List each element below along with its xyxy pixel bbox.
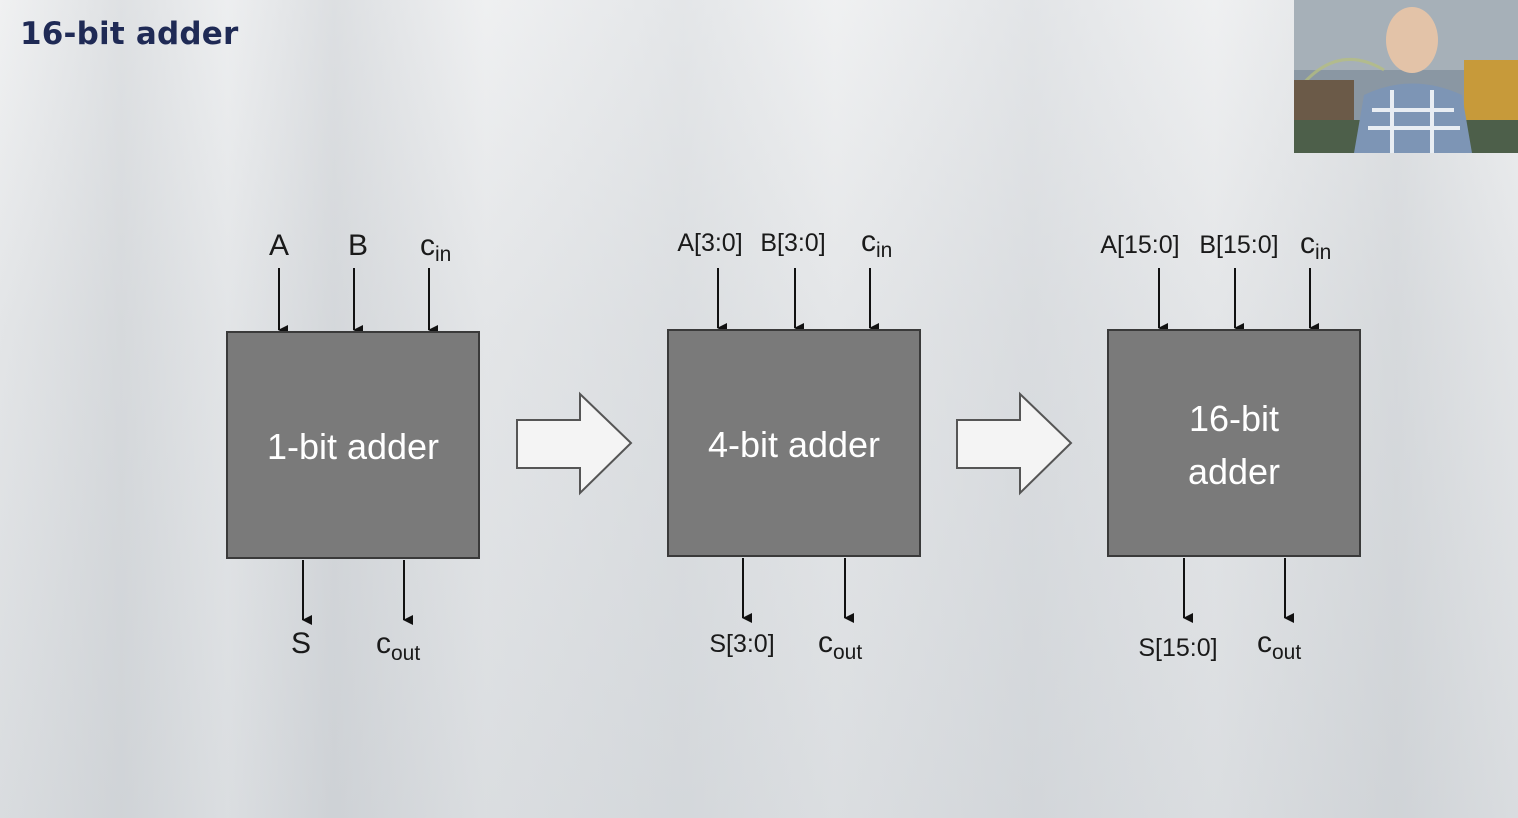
- carry-in-sub: in: [435, 243, 451, 266]
- carry-in-label: cin: [861, 225, 892, 262]
- input-b-label: B: [348, 229, 368, 262]
- input-b-label: B[3:0]: [760, 229, 825, 257]
- sum-label: S[15:0]: [1138, 634, 1217, 662]
- carry-in-base: c: [861, 225, 876, 258]
- input-a-label: A[15:0]: [1100, 231, 1179, 259]
- adder-label: 4-bit adder: [708, 424, 880, 465]
- flow-arrow-2: [956, 391, 1073, 496]
- webcam-image: [1294, 0, 1518, 153]
- adder-box: [1107, 329, 1361, 557]
- carry-in-sub: in: [876, 239, 892, 262]
- sum-label: S[3:0]: [709, 630, 774, 658]
- carry-out-label: cout: [376, 627, 420, 665]
- adder-label-line-2: adder: [1188, 451, 1280, 492]
- carry-out-sub: out: [833, 641, 862, 664]
- carry-in-label: cin: [1300, 227, 1331, 264]
- adder-label-line-1: 16-bit: [1189, 398, 1279, 439]
- adder-label: 1-bit adder: [267, 426, 439, 467]
- carry-in-base: c: [420, 229, 435, 262]
- adder-box: [667, 329, 921, 557]
- carry-out-base: c: [818, 626, 833, 659]
- carry-out-sub: out: [1272, 641, 1301, 664]
- carry-in-label: cin: [420, 229, 451, 266]
- carry-out-base: c: [376, 627, 391, 660]
- input-a-label: A[3:0]: [677, 229, 742, 257]
- adder-block-1: 1-bit adder A B cin S cout: [226, 229, 480, 665]
- carry-out-label: cout: [818, 626, 862, 664]
- input-a-label: A: [269, 229, 289, 262]
- sum-label: S: [291, 627, 311, 660]
- carry-out-base: c: [1257, 626, 1272, 659]
- adder-block-3: 16-bit adder A[15:0] B[15:0] cin S[15:0]…: [1100, 227, 1361, 664]
- adder-block-2: 4-bit adder A[3:0] B[3:0] cin S[3:0] cou…: [667, 225, 921, 664]
- adder-box: [226, 331, 480, 559]
- flow-arrow-1: [516, 391, 633, 496]
- input-b-label: B[15:0]: [1199, 231, 1278, 259]
- carry-in-base: c: [1300, 227, 1315, 260]
- carry-out-label: cout: [1257, 626, 1301, 664]
- carry-out-sub: out: [391, 642, 420, 665]
- presenter-webcam: [1294, 0, 1518, 153]
- carry-in-sub: in: [1315, 241, 1331, 264]
- slide-title: 16-bit adder: [20, 16, 239, 52]
